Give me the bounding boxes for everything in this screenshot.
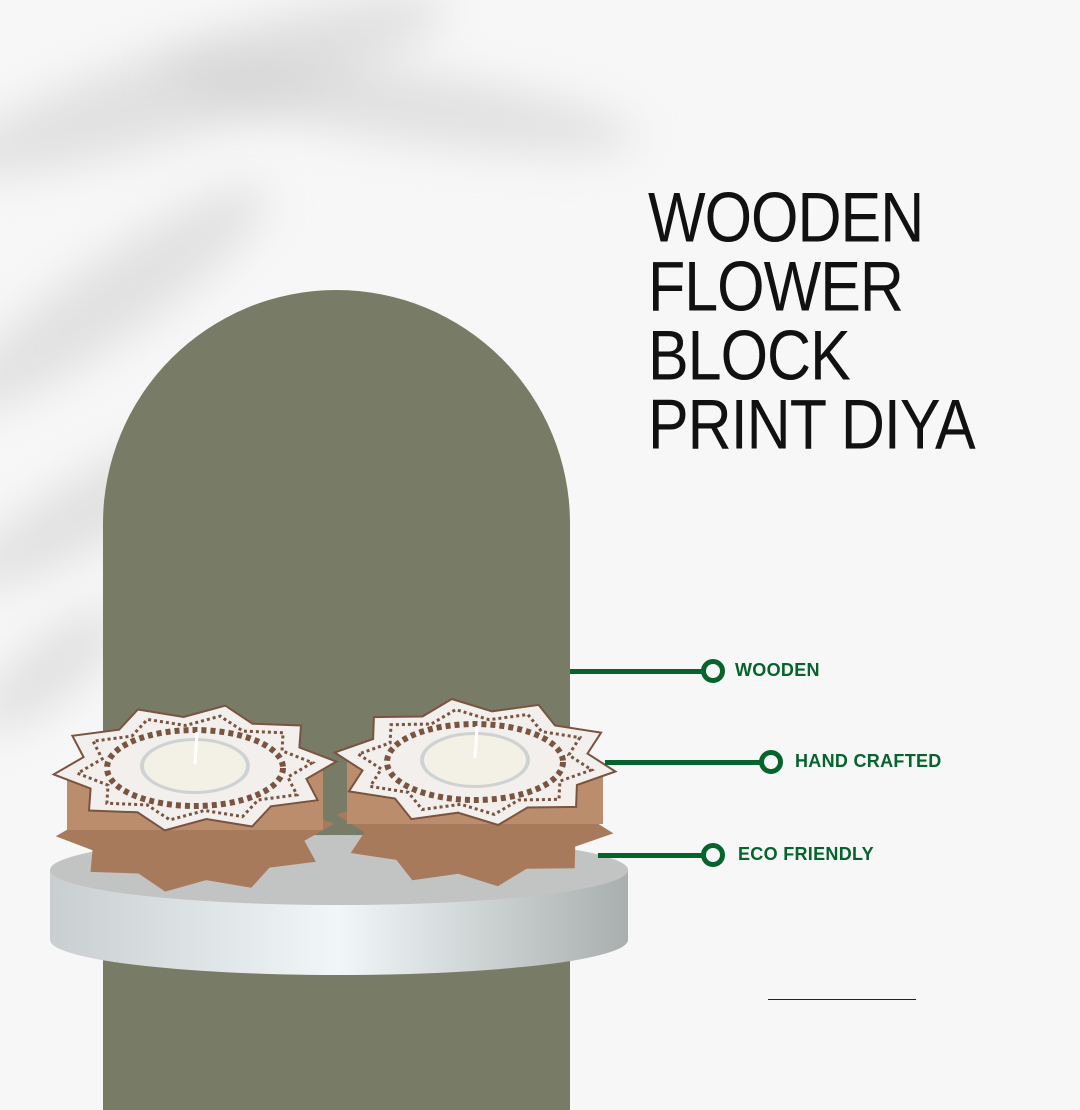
block-print-pattern bbox=[384, 721, 566, 803]
block-print-pattern bbox=[354, 707, 596, 817]
pointer-line bbox=[605, 760, 760, 765]
pointer-line bbox=[570, 669, 702, 674]
pointer-line bbox=[598, 853, 702, 858]
title-line: BLOCK bbox=[648, 316, 851, 395]
feature-label: HAND CRAFTED bbox=[795, 751, 942, 771]
title-line: FLOWER bbox=[648, 247, 904, 326]
tealight-candle bbox=[424, 735, 526, 785]
candle-wick bbox=[193, 731, 199, 765]
diya bbox=[51, 704, 339, 892]
product-scene bbox=[50, 697, 628, 975]
pointer-dot-icon bbox=[701, 659, 725, 683]
tealight-candle bbox=[144, 741, 246, 791]
feature-label: ECO FRIENDLY bbox=[738, 844, 874, 864]
title-line: WOODEN bbox=[648, 178, 924, 257]
pointer-dot-icon bbox=[759, 750, 783, 774]
product-title: WOODEN FLOWER BLOCK PRINT DIYA bbox=[648, 178, 976, 463]
pointer-dot-icon bbox=[701, 843, 725, 867]
block-print-pattern bbox=[104, 727, 286, 809]
candle-wick bbox=[473, 725, 479, 759]
divider-line bbox=[768, 999, 916, 1000]
feature-label: WOODEN bbox=[735, 660, 820, 680]
title-line: PRINT DIYA bbox=[648, 385, 976, 464]
block-print-pattern bbox=[74, 714, 316, 822]
diya bbox=[332, 697, 618, 887]
